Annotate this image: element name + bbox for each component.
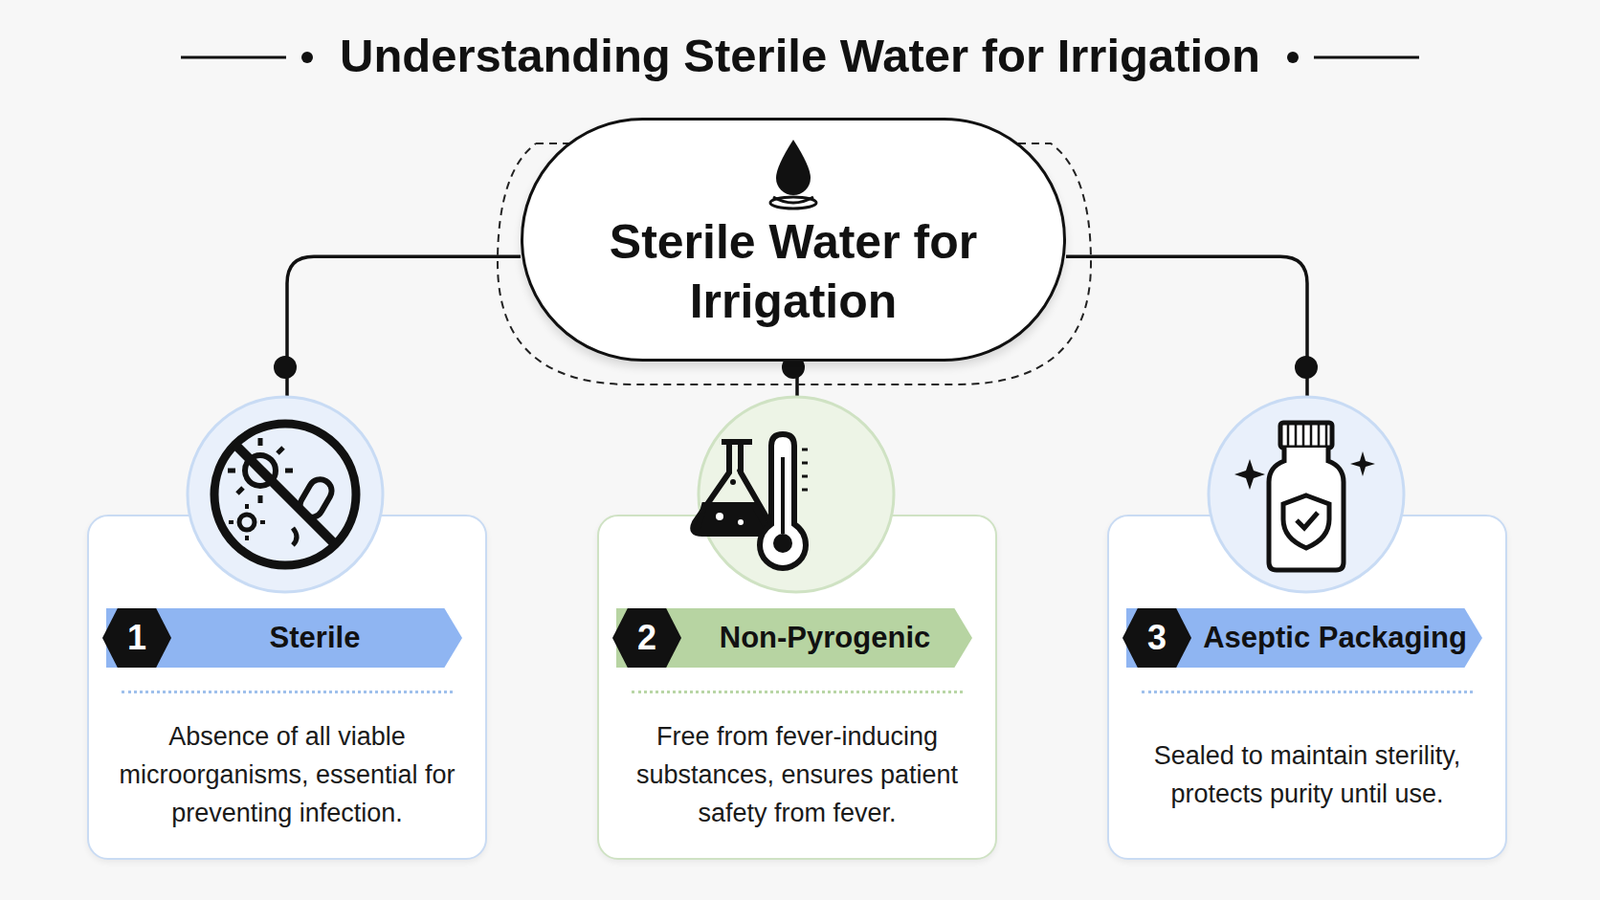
- card-body-area: Sealed to maintain sterility, protects p…: [1128, 704, 1487, 846]
- card-heading: Aseptic Packaging: [1191, 608, 1479, 668]
- title-rule: [1313, 56, 1420, 60]
- callout-number: 1: [102, 608, 172, 668]
- title-bar: Understanding Sterile Water for Irrigati…: [0, 28, 1600, 83]
- connector-line: [1066, 256, 1308, 515]
- card-body-area: Free from fever-inducing substances, ens…: [618, 704, 977, 846]
- feature-card: 2Non-PyrogenicFree from fever-inducing s…: [597, 514, 998, 861]
- icon-circle: [187, 397, 1404, 593]
- title-rule: [180, 56, 287, 60]
- sealed-bottle-icon: [1234, 422, 1376, 571]
- connector-line: [287, 256, 521, 515]
- central-pill: Sterile Water for Irrigation: [520, 117, 1067, 362]
- no-microbe-icon: [214, 423, 356, 566]
- card-body: Sealed to maintain sterility, protects p…: [1128, 736, 1487, 814]
- card-heading: Non-Pyrogenic: [681, 608, 969, 668]
- card-heading: Sterile: [171, 608, 459, 668]
- card-body: Absence of all viable microorganisms, es…: [108, 717, 467, 833]
- feature-card: 3Aseptic PackagingSealed to maintain ste…: [1107, 514, 1508, 861]
- title-dot: [1287, 51, 1299, 64]
- diagram-title: Understanding Sterile Water for Irrigati…: [339, 29, 1261, 82]
- connector-dot: [1294, 355, 1318, 379]
- dotted-divider: [1141, 690, 1473, 694]
- dotted-divider: [631, 690, 963, 694]
- title-dot: [301, 51, 313, 64]
- callout-number: 2: [612, 608, 682, 668]
- lab-flask-icon: [692, 434, 808, 569]
- connector-dot: [273, 355, 297, 379]
- card-body-group: Absence of all viable microorganisms, es…: [108, 717, 467, 833]
- card-body: Free from fever-inducing substances, ens…: [618, 717, 977, 833]
- card-body-group: Sealed to maintain sterility, protects p…: [1128, 736, 1487, 814]
- card-body-group: Free from fever-inducing substances, ens…: [618, 717, 977, 833]
- feature-card: 1SterileAbsence of all viable microorgan…: [87, 514, 488, 861]
- dotted-divider: [121, 690, 453, 694]
- water-drop-icon: [770, 139, 817, 209]
- card-body-area: Absence of all viable microorganisms, es…: [108, 704, 467, 846]
- pill-text: Sterile Water for Irrigation: [523, 212, 1064, 332]
- callout-number: 3: [1122, 608, 1192, 668]
